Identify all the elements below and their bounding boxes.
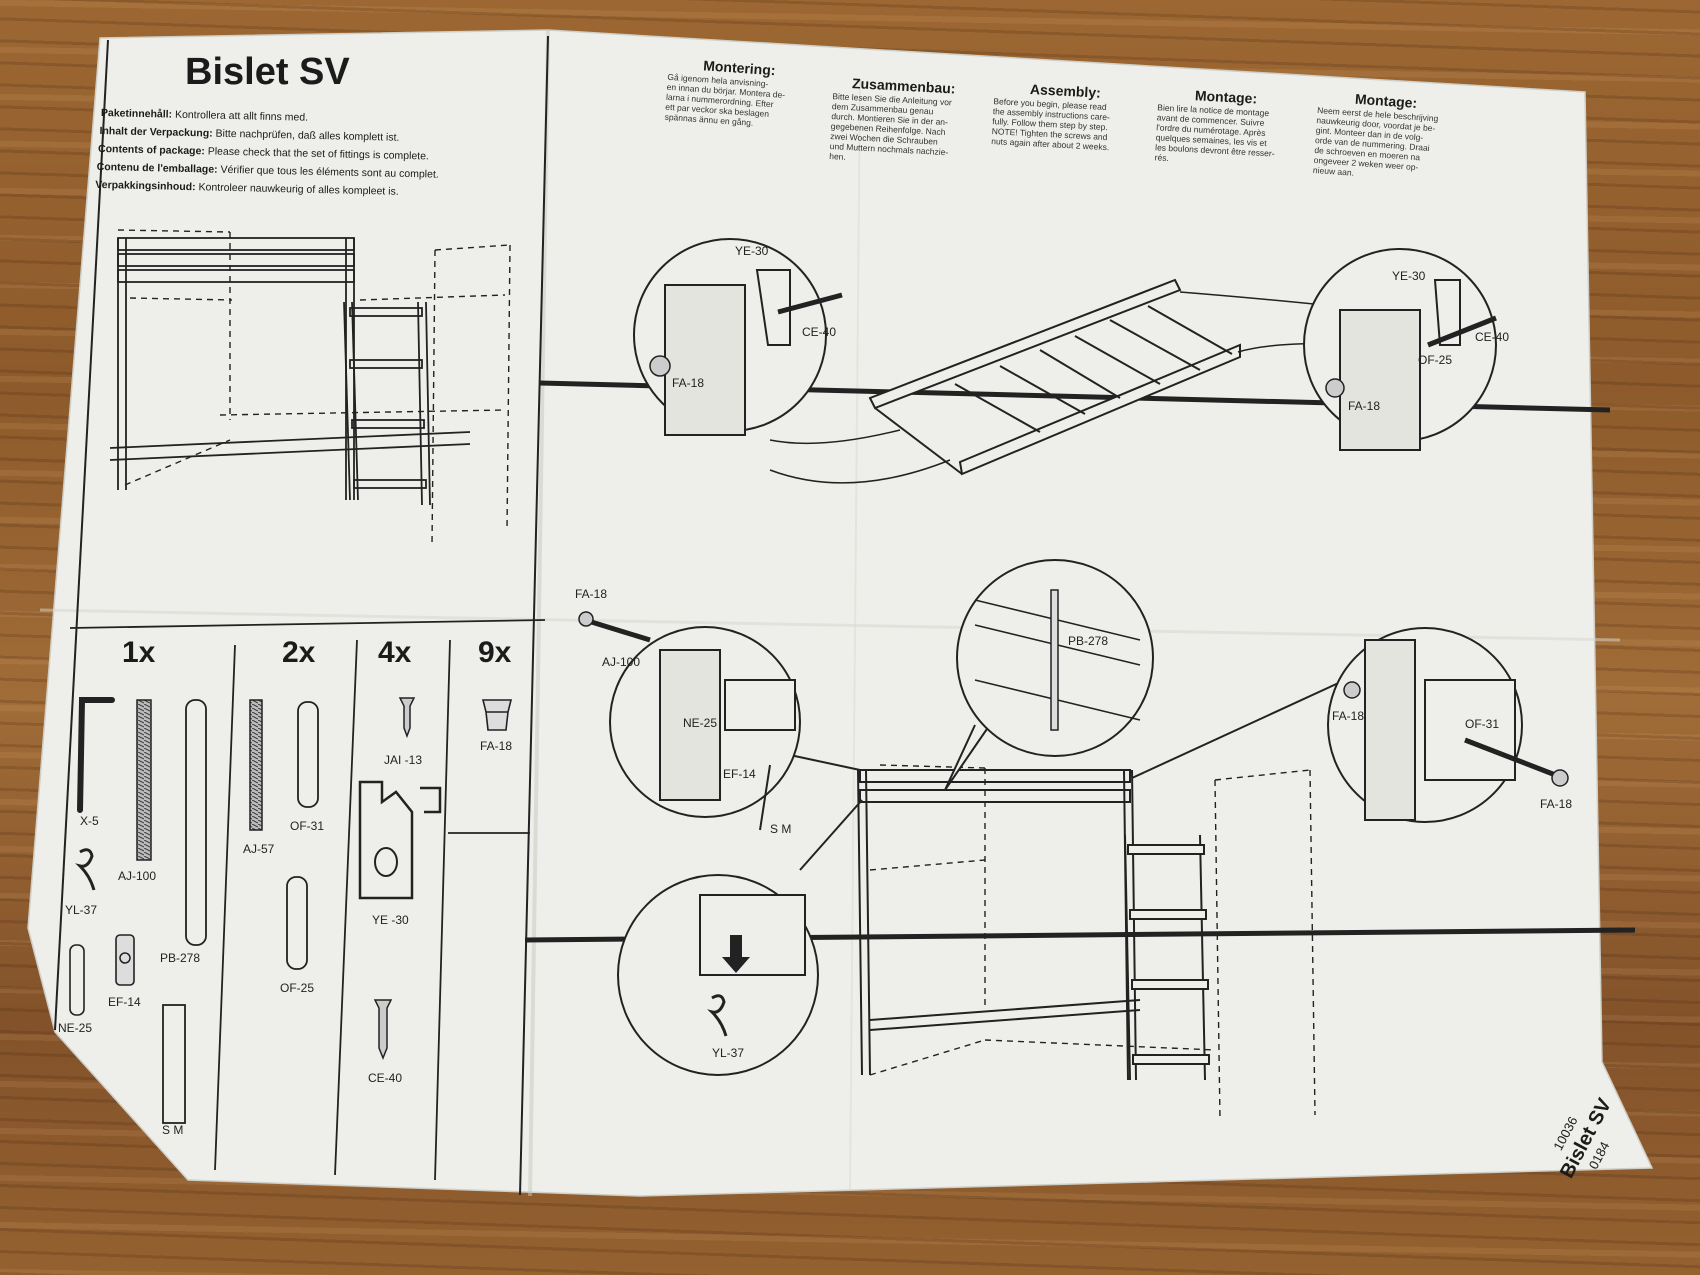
callout-label-ye30-2: YE-30 [1392,269,1426,283]
part-label-fa18: FA-18 [480,739,512,753]
part-label-of31: OF-31 [290,819,324,833]
detail-circle-5: FA-18 OF-31 FA-18 [1327,627,1572,823]
svg-text:nieuw aan.: nieuw aan. [1313,165,1355,178]
callout-label-aj100: AJ-100 [602,655,640,669]
callout-label-of31: OF-31 [1465,717,1499,731]
callout-label-fa18-2: FA-18 [1348,399,1380,413]
page-divider [519,35,549,1196]
step1-ladder-drawing [769,278,1371,484]
callout-label-ef14: EF-14 [723,767,756,781]
part-label-ef14: EF-14 [108,995,141,1009]
instructions-block: Montering: Gå igenom hela anvisning- en … [664,57,1439,178]
callout-label-fa18: FA-18 [672,376,704,390]
part-label-x5: X-5 [80,814,99,828]
callout-label-sm: S M [770,822,791,836]
hook-yl37-icon [75,848,96,891]
detail-circle-6: YL-37 [617,874,819,1076]
detail-circle-3: FA-18 AJ-100 NE-25 EF-14 S M [575,587,801,836]
threaded-rod-aj100-icon [136,699,152,861]
allen-key-icon [77,697,115,813]
part-label-of25: OF-25 [280,981,314,995]
callout-label-fa18-4: FA-18 [1332,709,1364,723]
instruction-heading-en: Assembly: [1030,81,1102,101]
callout-label-fa18-5: FA-18 [1540,797,1572,811]
part-label-ye30: YE -30 [372,913,409,927]
callout-label-pb278: PB-278 [1068,634,1108,648]
part-label-pb278: PB-278 [160,951,200,965]
quantity-1x: 1x [122,636,156,669]
callout-label-of25: OF-25 [1418,353,1452,367]
cap-nut-fa18-icon [481,699,513,731]
part-label-aj100: AJ-100 [118,869,156,883]
part-label-ce40: CE-40 [368,1071,402,1085]
quantity-4x: 4x [378,636,412,669]
callout-label-ce40-2: CE-40 [1475,330,1509,344]
contents-line-nl: Verpakkingsinhoud: Kontroleer nauwkeurig… [95,179,399,198]
contents-line-de: Inhalt der Verpackung: Bitte nachprüfen,… [99,125,399,144]
part-label-aj57: AJ-57 [243,842,275,856]
detail-circle-2: YE-30 CE-40 OF-25 FA-18 [1303,248,1509,451]
step2-bed-drawing [789,679,1346,1121]
contents-list: Paketinnehåll: Kontrollera att allt finn… [95,107,439,198]
instruction-heading-nl: Montage: [1355,91,1418,111]
callout-label-ne25: NE-25 [683,716,717,730]
part-label-sm: S M [162,1123,183,1137]
part-label-ne25: NE-25 [58,1021,92,1035]
screw-jai13-icon [398,697,416,739]
page-title: Bislet SV [185,51,350,93]
pin-ne25-icon [69,944,85,1016]
hook-yl37-detail-icon [707,994,728,1037]
instruction-heading-sv: Montering: [703,57,776,78]
instruction-heading-de: Zusammenbau: [852,75,956,96]
contents-line-sv: Paketinnehåll: Kontrollera att allt finn… [101,107,308,124]
callout-label-ye30: YE-30 [735,244,769,258]
part-label-yl37: YL-37 [65,903,97,917]
callout-label-yl37: YL-37 [712,1046,744,1060]
svg-text:rés.: rés. [1154,152,1169,163]
dowel-pb278-icon [185,699,207,946]
parts-table: 1x 2x 4x 9x X-5 YL-37 AJ-100 PB-278 NE-2… [58,619,546,1181]
connector-of31-icon [297,701,319,808]
detail-circle-4: PB-278 [956,559,1154,757]
bracket-ye30-icon [358,780,442,900]
contents-line-en: Contents of package: Please check that t… [98,143,429,163]
threaded-rod-aj57-icon [249,699,263,831]
connector-of25-icon [286,876,308,970]
quantity-9x: 9x [478,636,512,669]
screw-ce40-icon [373,999,393,1061]
quantity-2x: 2x [282,636,316,669]
instruction-heading-fr: Montage: [1195,87,1258,106]
svg-text:hen.: hen. [829,151,846,162]
stick-sm-icon [162,1004,186,1124]
barrel-nut-ef14-icon [115,934,135,986]
callout-label-fa18-3: FA-18 [575,587,607,601]
part-label-jai13: JAI -13 [384,753,422,767]
callout-label-ce40: CE-40 [802,325,836,339]
detail-circle-1: YE-30 CE-40 FA-18 [633,238,843,436]
contents-line-fr: Contenu de l'emballage: Vérifier que tou… [97,161,439,181]
bed-overview-drawing [109,229,511,546]
